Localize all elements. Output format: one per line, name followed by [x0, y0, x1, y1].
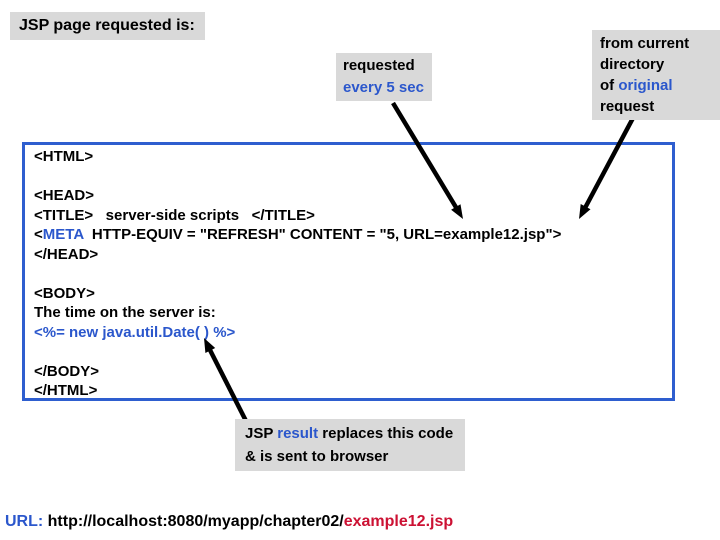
code-line-title: <TITLE> server-side scripts </TITLE> [34, 206, 315, 224]
title-label-text: JSP page requested is: [19, 17, 195, 34]
refresh-line1: requested [343, 57, 415, 74]
title-label: JSP page requested is: [10, 12, 205, 40]
directory-line2: directory [600, 56, 665, 73]
url-label: URL: [5, 513, 48, 530]
result-line2: & is sent to browser [245, 448, 389, 465]
code-line-body-close: </BODY> [34, 362, 100, 380]
callout-directory-label: from current directory of original reque… [592, 30, 720, 120]
code-blank-line [34, 167, 672, 187]
code-line-body-open: <BODY> [34, 284, 95, 302]
url-path: http://localhost:8080/myapp/chapter02/ [47, 513, 344, 530]
code-box: <HTML> <HEAD> <TITLE> server-side script… [22, 142, 675, 401]
callout-result-label: JSP result replaces this code & is sent … [235, 419, 466, 471]
url-bar: URL: http://localhost:8080/myapp/chapter… [5, 511, 453, 532]
code-blank-line [34, 264, 672, 284]
directory-line3: of original [600, 77, 673, 94]
directory-line4: request [600, 98, 655, 115]
code-line-time-text: The time on the server is: [34, 304, 216, 321]
refresh-line2: every 5 sec [343, 79, 424, 96]
code-line-html-close: </HTML> [34, 382, 98, 399]
callout-refresh-label: requested every 5 sec [336, 53, 432, 101]
directory-line1: from current [600, 35, 690, 52]
code-line-meta: <META HTTP-EQUIV = "REFRESH" CONTENT = "… [34, 226, 562, 243]
code-line-html-open: <HTML> [34, 148, 94, 165]
code-line-scriptlet: <%= new java.util.Date( ) %> [34, 323, 236, 341]
code-line-head-open: <HEAD> [34, 187, 95, 204]
url-file: example12.jsp [343, 513, 454, 530]
code-line-head-close: </HEAD> [34, 245, 99, 263]
code-blank-line [34, 342, 672, 362]
result-line1: JSP result replaces this code [245, 425, 454, 442]
meta-keyword: META [42, 226, 84, 243]
